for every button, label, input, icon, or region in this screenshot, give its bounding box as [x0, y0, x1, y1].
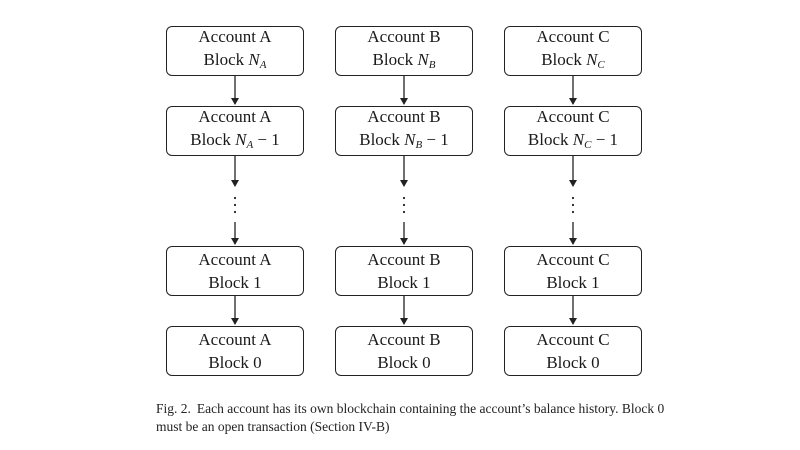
account-label: Account B [367, 330, 441, 349]
block-subscript: A [246, 139, 254, 151]
diagram-edges [231, 76, 577, 325]
block-label: Block NA − 1 [190, 128, 280, 157]
block-subscript: A [259, 59, 267, 71]
block-var: N [404, 130, 416, 149]
account-label: Account C [536, 250, 610, 269]
account-label: Account B [367, 27, 441, 46]
block-subscript: C [584, 139, 592, 151]
block-prefix: Block [190, 130, 231, 149]
block-prefix: Block 0 [377, 353, 431, 372]
block-prefix: Block [541, 50, 582, 69]
block-label: Block NC [541, 48, 605, 77]
block-var: N [248, 50, 260, 69]
block-label: Block 1 [208, 271, 261, 294]
block-node-a-2: Account A Block 1 [166, 246, 304, 296]
block-label: Block NB [373, 48, 436, 77]
block-label: Block 1 [377, 271, 430, 294]
ellipsis-dot [571, 203, 575, 207]
block-node-a-0: Account A Block NA [166, 26, 304, 76]
block-var: N [417, 50, 429, 69]
account-label: Account A [198, 330, 272, 349]
block-var: N [572, 130, 585, 149]
block-node-c-3: Account C Block 0 [504, 326, 642, 376]
block-suffix: − 1 [591, 130, 619, 149]
block-node-b-0: Account B Block NB [335, 26, 473, 76]
block-prefix: Block [527, 130, 569, 149]
block-node-b-3: Account B Block 0 [335, 326, 473, 376]
block-prefix: Block 0 [546, 353, 600, 372]
account-label: Account C [536, 107, 610, 126]
block-suffix: − 1 [422, 130, 449, 149]
block-subscript: C [597, 59, 605, 71]
block-prefix: Block [359, 130, 400, 149]
block-prefix: Block [372, 50, 414, 69]
account-label: Account B [367, 107, 441, 126]
account-label: Account A [198, 107, 272, 126]
ellipsis-dot [402, 210, 406, 214]
block-node-b-2: Account B Block 1 [335, 246, 473, 296]
block-label: Block NC − 1 [528, 128, 618, 157]
block-prefix: Block 1 [546, 273, 600, 292]
ellipsis-dot [233, 210, 237, 214]
block-node-c-1: Account C Block NC − 1 [504, 106, 642, 156]
block-prefix: Block 1 [208, 273, 262, 292]
account-label: Account A [198, 27, 272, 46]
block-suffix: − 1 [253, 130, 280, 149]
ellipsis-dot [571, 196, 575, 200]
block-node-b-1: Account B Block NB − 1 [335, 106, 473, 156]
account-label: Account C [536, 27, 610, 46]
figure-caption: Fig. 2.Each account has its own blockcha… [156, 400, 676, 436]
block-label: Block 0 [546, 351, 599, 374]
account-label: Account A [198, 250, 272, 269]
block-node-c-2: Account C Block 1 [504, 246, 642, 296]
ellipsis-dot [571, 210, 575, 214]
ellipsis-dot [233, 203, 237, 207]
block-label: Block 1 [546, 271, 599, 294]
ellipsis-dot [402, 196, 406, 200]
block-var: N [235, 130, 247, 149]
account-label: Account C [536, 330, 610, 349]
block-node-a-3: Account A Block 0 [166, 326, 304, 376]
block-var: N [586, 50, 598, 69]
block-label: Block NA [204, 48, 267, 77]
block-node-c-0: Account C Block NC [504, 26, 642, 76]
block-prefix: Block 1 [377, 273, 431, 292]
block-prefix: Block 0 [208, 353, 262, 372]
block-subscript: B [415, 139, 423, 151]
block-prefix: Block [203, 50, 245, 69]
caption-text: Each account has its own blockchain cont… [156, 401, 665, 434]
ellipsis-dot [233, 196, 237, 200]
block-label: Block 0 [377, 351, 430, 374]
block-node-a-1: Account A Block NA − 1 [166, 106, 304, 156]
block-subscript: B [428, 59, 436, 71]
account-label: Account B [367, 250, 441, 269]
block-label: Block NB − 1 [359, 128, 449, 157]
ellipsis-dot [402, 203, 406, 207]
caption-label: Fig. 2. [156, 401, 191, 416]
block-label: Block 0 [208, 351, 261, 374]
